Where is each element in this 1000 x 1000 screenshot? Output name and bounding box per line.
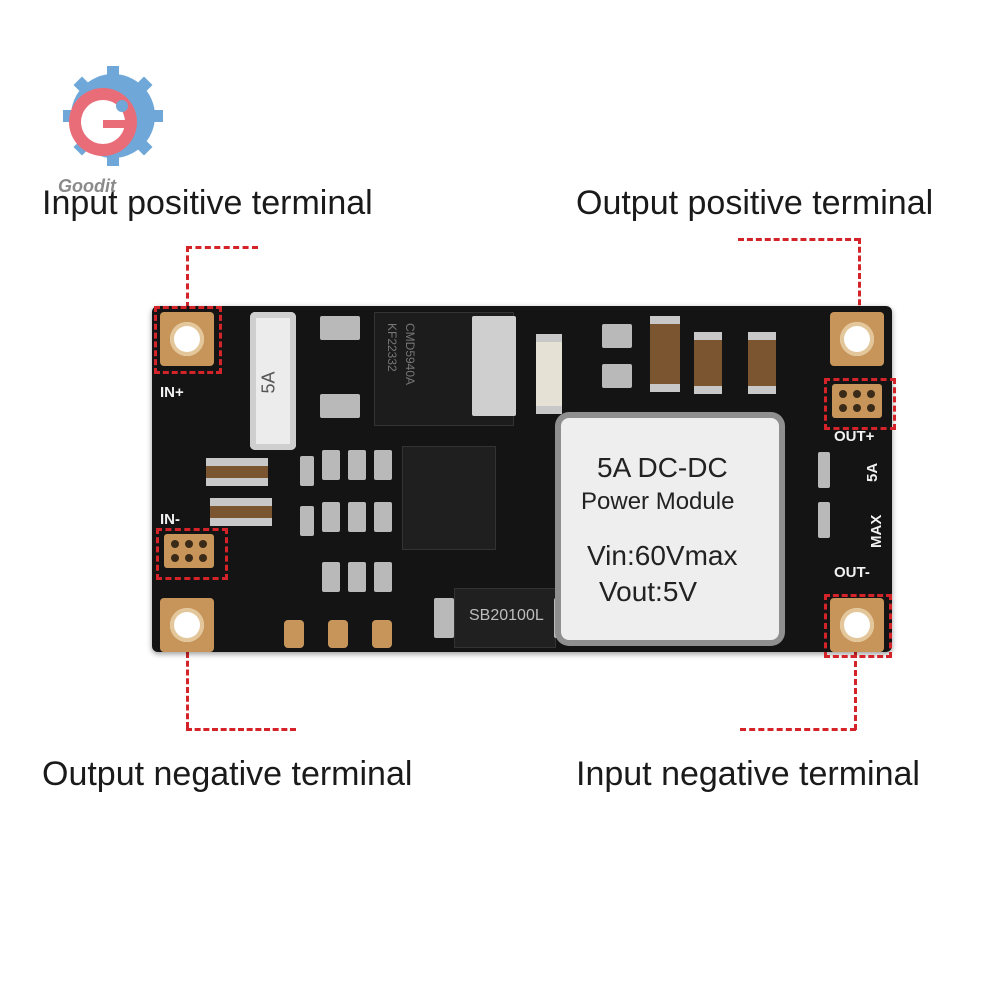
capacitor-4 [748, 332, 776, 394]
smd-14 [818, 452, 830, 488]
header-left [164, 534, 214, 568]
leader-input-negative-h [740, 728, 856, 731]
fuse: 5A [250, 312, 296, 450]
test-pad-2 [328, 620, 348, 648]
marker-output-header-left [156, 528, 228, 580]
leader-output-positive-h [738, 238, 860, 241]
capacitor-2 [650, 316, 680, 392]
silk-max: MAX [868, 514, 885, 548]
caption-input-positive: Input positive terminal [42, 184, 373, 222]
mosfet-pin-2 [320, 394, 360, 418]
marker-input-negative [824, 594, 892, 658]
smd-6 [300, 506, 314, 536]
header-right [832, 384, 882, 418]
smd-1 [602, 324, 632, 348]
smd-10 [374, 502, 392, 532]
diode: SB20100L [454, 588, 556, 648]
silk-in-minus: IN- [160, 511, 180, 528]
silk-out-plus: OUT+ [834, 428, 875, 445]
goodit-logo [63, 66, 163, 166]
logo-wordmark: Goodit [58, 176, 116, 196]
marker-input-positive [154, 306, 222, 374]
mosfet-code: KF22332 [385, 323, 399, 372]
caption-output-negative: Output negative terminal [42, 755, 413, 793]
mosfet-pin-1 [320, 316, 360, 340]
inductor-module: 5A DC-DC Power Module Vin:60Vmax Vout:5V [561, 418, 779, 640]
smd-9 [348, 502, 366, 532]
silk-5a: 5A [864, 462, 881, 482]
module-subtitle: Power Module [581, 488, 735, 515]
smd-3 [322, 450, 340, 480]
smd-15 [818, 502, 830, 538]
caption-output-positive: Output positive terminal [576, 184, 934, 222]
leader-input-negative-v [854, 652, 857, 730]
fuse-label: 5A [258, 371, 279, 394]
capacitor-3 [694, 332, 722, 394]
leader-input-positive-h [186, 246, 258, 249]
module-vout: Vout:5V [599, 576, 698, 607]
controller-ic [402, 446, 496, 550]
smd-12 [348, 562, 366, 592]
capacitor-1 [536, 334, 562, 414]
silk-in-plus: IN+ [160, 384, 184, 401]
smd-8 [322, 502, 340, 532]
smd-2 [602, 364, 632, 388]
test-pad-3 [372, 620, 392, 648]
smd-4 [348, 450, 366, 480]
pcb-board: IN+ IN- OUT+ OUT- 5A MAX 5A CMD5940A KF2… [152, 306, 896, 658]
pad-input-negative [830, 598, 884, 652]
pad-input-positive [160, 312, 214, 366]
leader-output-negative-v [186, 652, 189, 728]
leader-input-positive-v [186, 246, 189, 308]
test-pad-1 [284, 620, 304, 648]
mosfet-label: CMD5940A [403, 323, 417, 386]
smd-11 [322, 562, 340, 592]
mosfet-tab [472, 316, 516, 416]
caption-input-negative: Input negative terminal [576, 755, 920, 793]
smd-13 [374, 562, 392, 592]
diode-lead-1 [434, 598, 454, 638]
smd-7 [300, 456, 314, 486]
pad-output-positive [830, 312, 884, 366]
silk-out-minus: OUT- [834, 564, 870, 581]
diode-label: SB20100L [469, 607, 544, 624]
capacitor-5 [206, 458, 268, 486]
module-vin: Vin:60Vmax [587, 540, 738, 571]
leader-output-positive-v [858, 238, 861, 314]
module-title: 5A DC-DC [597, 452, 728, 483]
leader-output-negative-h [186, 728, 296, 731]
smd-5 [374, 450, 392, 480]
capacitor-6 [210, 498, 272, 526]
marker-output-header-right [824, 378, 896, 430]
pad-output-negative [160, 598, 214, 652]
